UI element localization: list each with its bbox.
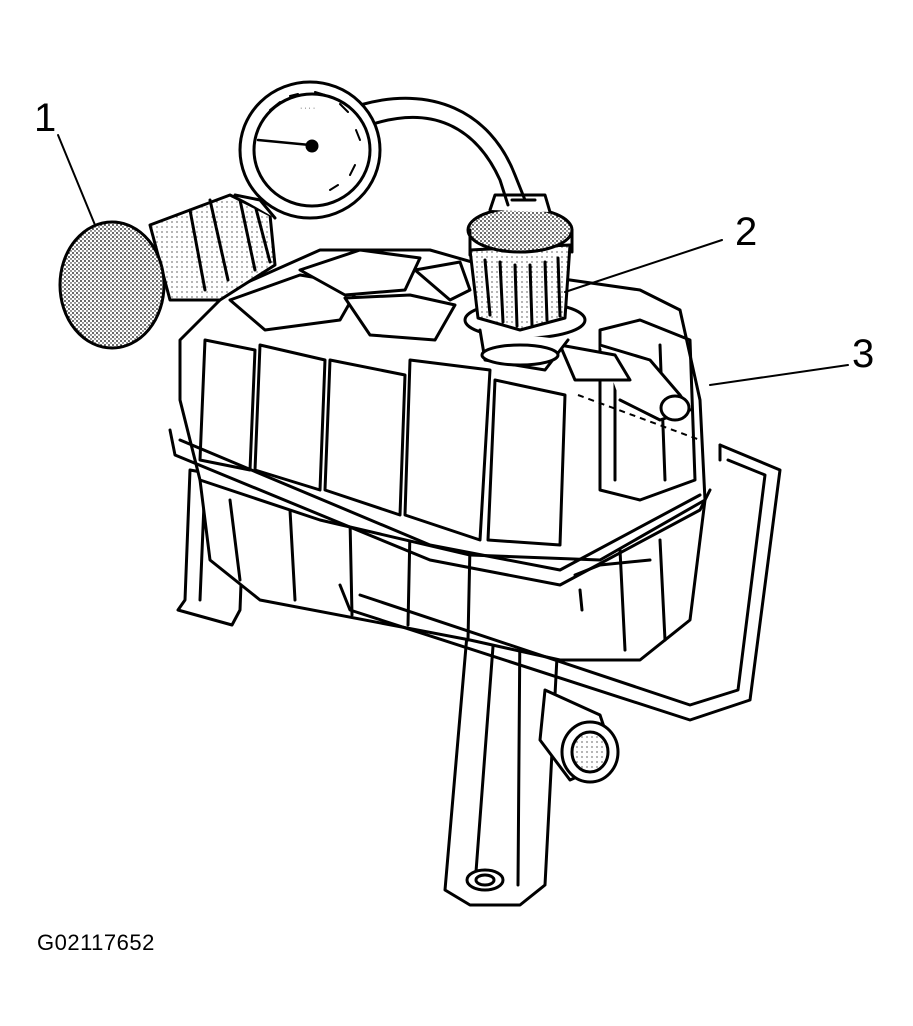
leader-lines (57, 134, 849, 386)
callout-3: 3 (852, 332, 875, 376)
hand-pump (58, 193, 277, 350)
svg-text:· · · ·: · · · · (300, 105, 315, 112)
cap-adapter (466, 193, 574, 332)
callout-1: 1 (34, 96, 57, 140)
figure-id: G02117652 (37, 930, 155, 955)
mounting-rail (168, 428, 782, 722)
outlet-hose-fitting (538, 688, 620, 784)
gauge-hose (358, 96, 537, 207)
pressure-gauge: · · · · (238, 80, 382, 220)
callout-2: 2 (735, 210, 758, 254)
